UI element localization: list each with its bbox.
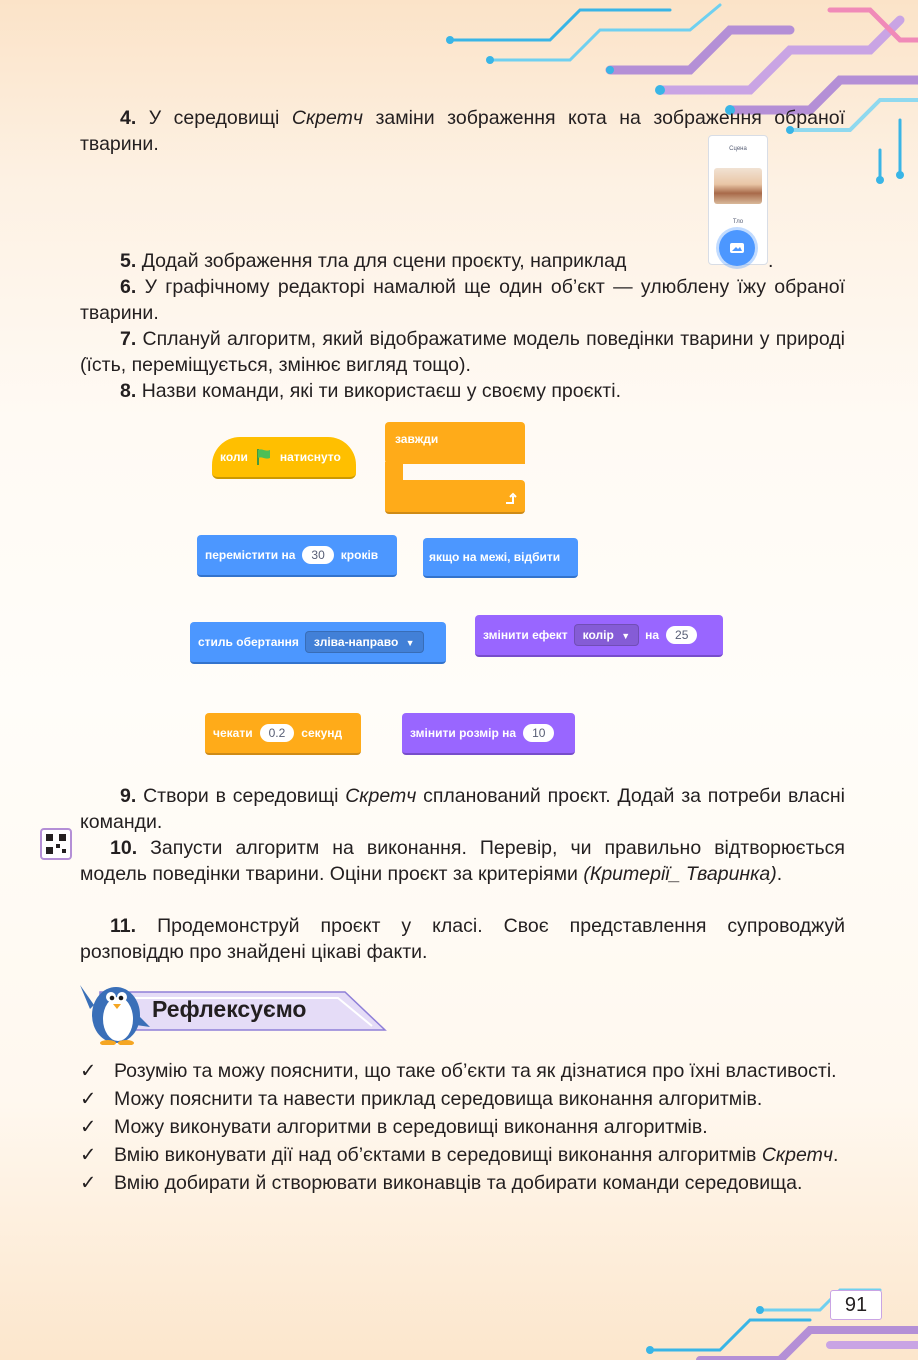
block-text: натиснуто (279, 450, 341, 464)
block-text: завжди (395, 432, 439, 446)
task-text: Додай зображення тла для сцени проєкту, … (141, 250, 627, 272)
checklist-item: ✓ Вмію виконувати дії над об’єктами в се… (80, 1142, 845, 1168)
check-mark-icon: ✓ (80, 1088, 97, 1110)
effect-dropdown[interactable]: колір ▼ (573, 624, 640, 646)
block-text: стиль обертання (198, 635, 299, 649)
check-mark-icon: ✓ (80, 1116, 97, 1138)
green-flag-icon (256, 449, 270, 465)
checklist-item: ✓ Можу виконувати алгоритми в середовищі… (80, 1114, 845, 1140)
task-text: Запусти алгоритм на виконання. Перевір, … (80, 837, 845, 885)
task-number: 6. (120, 276, 137, 298)
dropdown-value: колір (582, 628, 614, 642)
task-5-end: . (768, 250, 774, 272)
task-text: Сплануй алгоритм, який відображатиме мод… (80, 328, 846, 376)
block-move-steps[interactable]: перемістити на 30 кроків (197, 535, 397, 577)
task-9: 9. Створи в середовищі Скретч сплановани… (80, 783, 845, 835)
qr-code-icon[interactable] (40, 828, 72, 860)
checklist-text: Розумію та можу пояснити, що таке об’єкт… (114, 1060, 837, 1082)
checklist-item: ✓ Можу пояснити та навести приклад серед… (80, 1086, 845, 1112)
choose-backdrop-button[interactable] (719, 230, 755, 266)
reflect-checklist: ✓ Розумію та можу пояснити, що таке об’є… (80, 1058, 845, 1198)
task-number: 7. (120, 328, 137, 350)
task-4: 4. У середовищі Скретч заміни зображення… (80, 105, 845, 157)
stage-panel: Сцена Тло (708, 135, 768, 266)
dropdown-value: зліва-направо (313, 635, 399, 649)
size-input[interactable]: 10 (523, 724, 555, 742)
block-wait-seconds[interactable]: чекати 0.2 секунд (205, 713, 361, 755)
task-emphasis: (Критерії_ Тваринка) (583, 863, 777, 885)
task-text: У середовищі (148, 107, 292, 129)
penguin-mascot-icon (80, 985, 150, 1045)
block-text: коли (220, 450, 248, 464)
task-text: заміни зображення кота на зображення обр… (80, 107, 846, 155)
block-rotation-style[interactable]: стиль обертання зліва-направо ▼ (190, 622, 446, 664)
task-text: Назви команди, які ти використаєш у своє… (141, 380, 621, 402)
checklist-item: ✓ Розумію та можу пояснити, що таке об’є… (80, 1058, 845, 1084)
task-number: 8. (120, 380, 137, 402)
block-change-effect[interactable]: змінити ефект колір ▼ на 25 (475, 615, 723, 657)
backdrop-label: Тло (732, 219, 744, 225)
seconds-input[interactable]: 0.2 (259, 724, 295, 742)
effect-value-input[interactable]: 25 (666, 626, 698, 644)
checklist-emphasis: Скретч (761, 1144, 833, 1166)
block-text: змінити ефект (483, 628, 568, 642)
block-text: змінити розмір на (410, 726, 517, 740)
checklist-text: Вмію виконувати дії над об’єктами в сере… (114, 1144, 762, 1166)
task-6: 6. У графічному редакторі намалюй ще оди… (80, 274, 845, 326)
page-number: 91 (830, 1290, 882, 1320)
task-7: 7. Сплануй алгоритм, який відображатиме … (80, 326, 845, 378)
task-10: 10. Запусти алгоритм на виконання. Перев… (80, 835, 845, 887)
task-text: Продемонструй проєкт у класі. Своє предс… (80, 915, 845, 963)
check-mark-icon: ✓ (80, 1172, 97, 1194)
task-5: 5. Додай зображення тла для сцени проєкт… (80, 248, 845, 274)
block-text: чекати (213, 726, 253, 740)
checklist-text: Можу пояснити та навести приклад середов… (114, 1088, 763, 1110)
check-mark-icon: ✓ (80, 1060, 97, 1082)
checklist-item: ✓ Вмію добирати й створювати виконавців … (80, 1170, 845, 1196)
task-emphasis: Скретч (291, 107, 363, 129)
check-mark-icon: ✓ (80, 1144, 97, 1166)
task-number: 11. (110, 915, 137, 937)
page-number-text: 91 (844, 1294, 868, 1316)
task-emphasis: Скретч (345, 785, 417, 807)
task-11: 11. Продемонструй проєкт у класі. Своє п… (80, 913, 845, 965)
block-text: перемістити на (205, 548, 296, 562)
reflect-title: Рефлексуємо (152, 996, 307, 1022)
dropdown-arrow-icon: ▼ (621, 631, 631, 641)
backdrop-thumbnail (714, 168, 762, 204)
rotation-style-dropdown[interactable]: зліва-направо ▼ (304, 631, 424, 653)
block-text: якщо на межі, відбити (429, 550, 561, 564)
steps-input[interactable]: 30 (302, 546, 334, 564)
block-text: на (645, 628, 660, 642)
block-when-flag-clicked[interactable]: коли натиснуто (212, 437, 356, 479)
task-text: Створи в середовищі (143, 785, 346, 807)
qr-pattern (46, 834, 66, 854)
scene-label: Сцена (729, 146, 747, 152)
task-number: 4. (120, 107, 137, 129)
checklist-text: . (832, 1144, 839, 1166)
task-8: 8. Назви команди, які ти використаєш у с… (80, 378, 845, 404)
task-text: спланований проєкт. Додай за потреби вла… (80, 785, 846, 833)
task-text: У графічному редакторі намалюй ще один о… (80, 276, 845, 324)
block-text: секунд (301, 726, 343, 740)
image-icon (730, 243, 744, 253)
task-number: 9. (120, 785, 137, 807)
block-text: кроків (340, 548, 379, 562)
block-change-size[interactable]: змінити розмір на 10 (402, 713, 575, 755)
circuit-decoration-top (446, 3, 918, 184)
block-if-on-edge-bounce[interactable]: якщо на межі, відбити (423, 538, 578, 578)
block-forever[interactable]: завжди (385, 422, 525, 514)
reflect-banner (99, 991, 387, 1031)
task-number: 5. (120, 250, 137, 272)
checklist-text: Вмію добирати й створювати виконавців та… (114, 1172, 803, 1194)
loop-arrow-icon (506, 492, 517, 504)
task-text: . (776, 863, 783, 885)
dropdown-arrow-icon: ▼ (405, 638, 415, 648)
checklist-text: Можу виконувати алгоритми в середовищі в… (114, 1116, 708, 1138)
task-number: 10. (110, 837, 138, 859)
